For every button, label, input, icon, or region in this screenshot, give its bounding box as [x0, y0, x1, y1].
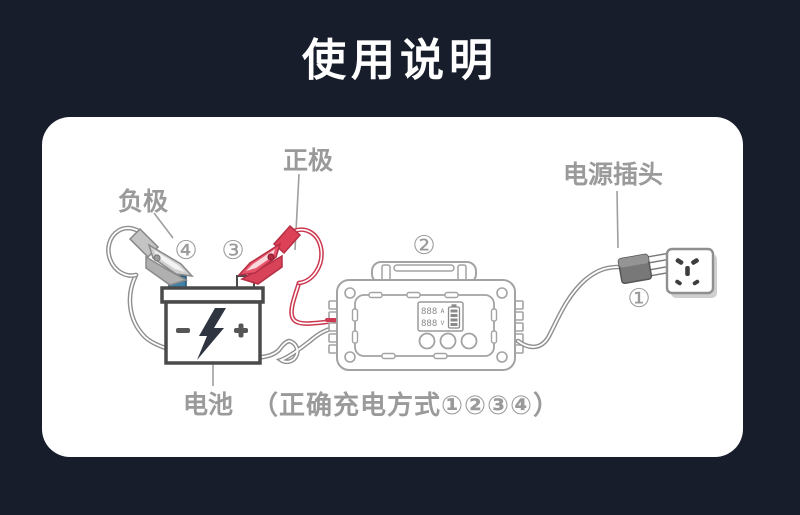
step-2-badge: ②	[412, 231, 435, 261]
charger: 888 A 888 V	[325, 261, 524, 371]
wall-socket-icon	[665, 247, 717, 298]
step-4-badge: ④	[174, 236, 197, 266]
power-plug-label: 电源插头	[563, 160, 663, 189]
display-amps-unit: A	[441, 307, 445, 315]
battery	[160, 275, 265, 365]
battery-level-icon	[447, 304, 461, 329]
power-cable	[515, 264, 622, 350]
instruction-card: 888 A 888 V	[42, 117, 743, 457]
plug-leader-line	[616, 190, 619, 249]
minus-icon	[176, 328, 190, 333]
corner-screws	[344, 287, 508, 363]
positive-cable	[289, 280, 339, 326]
negative-cable	[127, 272, 338, 365]
battery-top-band	[160, 286, 265, 304]
plus-icon	[234, 323, 248, 338]
lightning-icon	[197, 308, 226, 360]
socket-holes	[675, 258, 700, 286]
page-title: 使用说明	[302, 35, 498, 86]
display-volts-unit: V	[441, 319, 445, 327]
caption: （正确充电方式①②③④）	[252, 390, 560, 421]
battery-label: 电池	[183, 390, 233, 419]
step-1-badge: ①	[627, 284, 650, 314]
panel-tabs	[351, 291, 498, 360]
charger-display: 888 A 888 V	[417, 301, 464, 332]
negative-label: 负极	[118, 187, 168, 216]
step-3-badge: ③	[221, 236, 244, 266]
display-amps: 888	[421, 307, 437, 317]
negative-clamp-icon	[106, 225, 194, 286]
negative-leader-line	[153, 212, 174, 239]
display-volts: 888	[421, 319, 437, 329]
charger-buttons	[418, 332, 478, 350]
charger-handle	[371, 261, 477, 284]
power-plug-icon	[617, 252, 674, 285]
positive-label: 正极	[283, 146, 333, 175]
positive-clamp-icon	[237, 224, 324, 286]
diagram-canvas: 888 A 888 V	[106, 146, 717, 421]
